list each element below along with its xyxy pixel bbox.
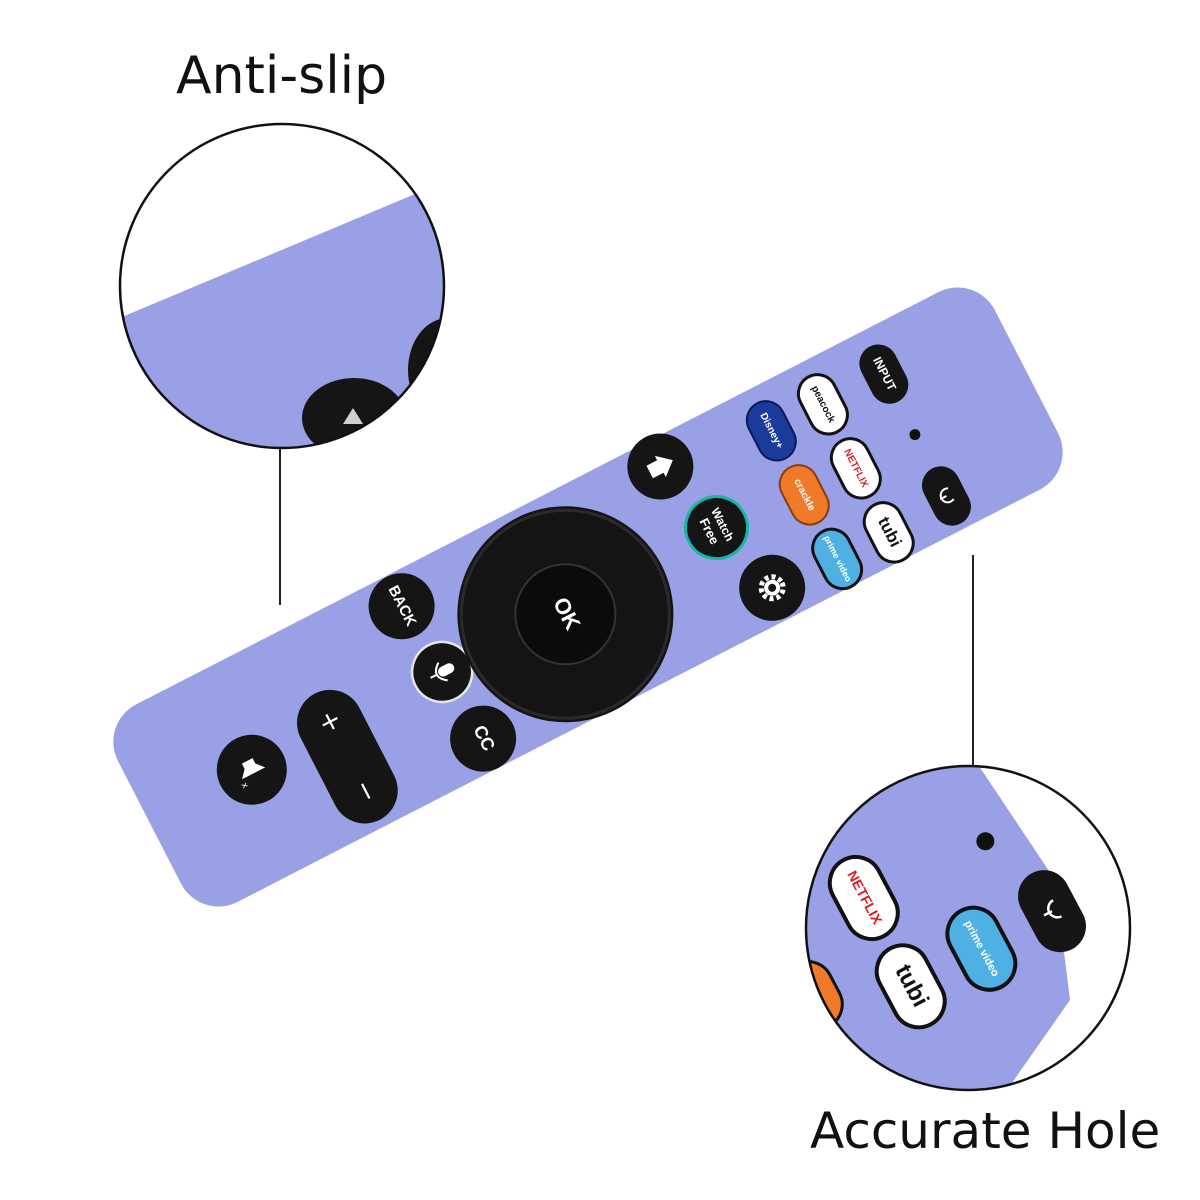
prime-video-button[interactable]: prime video	[806, 523, 868, 596]
home-icon	[646, 455, 673, 479]
mute-icon: x	[239, 758, 266, 791]
anti-slip-zoom-circle	[118, 122, 446, 450]
microphone-hole	[909, 429, 921, 441]
ok-button[interactable]: OK	[498, 547, 633, 682]
netflix-button[interactable]: NETFLIX	[825, 432, 887, 505]
tubi-button[interactable]: tubi	[858, 496, 920, 569]
mute-button[interactable]: x	[205, 723, 299, 817]
zoomed-netflix-button: NETFLIX	[827, 854, 900, 941]
crackle-button[interactable]: crackle	[773, 459, 835, 532]
home-button[interactable]	[616, 422, 705, 511]
accurate-hole-caption: Accurate Hole	[810, 1102, 1161, 1160]
zoomed-power-button	[1018, 870, 1086, 953]
back-button[interactable]: BACK	[357, 562, 446, 651]
zoomed-power-icon	[1043, 899, 1063, 919]
zoomed-tubi-button: tubi	[874, 943, 947, 1030]
zoomed-prime-video-button: prime video	[945, 905, 1018, 992]
accurate-hole-zoom-circle: NETFLIX tubi prime video	[804, 764, 1132, 1092]
zoomed-accurate-hole	[976, 832, 995, 851]
disney-plus-button[interactable]: Disney+	[740, 395, 802, 468]
power-icon	[939, 487, 955, 504]
peacock-button[interactable]: peacock	[792, 368, 854, 441]
watch-free-button[interactable]: Watch Free	[675, 486, 758, 569]
svg-text:x: x	[239, 781, 251, 791]
anti-slip-caption: Anti-slip	[176, 46, 388, 106]
zoomed-case-corner	[806, 766, 1070, 1090]
settings-button[interactable]	[728, 543, 817, 632]
voice-button[interactable]	[402, 632, 483, 713]
volume-rocker[interactable]: + −	[286, 678, 410, 834]
power-button[interactable]	[915, 460, 977, 533]
microphone-icon	[430, 662, 455, 682]
remote-control: x + − BACK CC	[113, 287, 1063, 907]
input-button[interactable]: INPUT	[853, 338, 915, 411]
cc-button[interactable]: CC	[439, 694, 528, 783]
zoomed-mute-icon	[343, 408, 363, 424]
